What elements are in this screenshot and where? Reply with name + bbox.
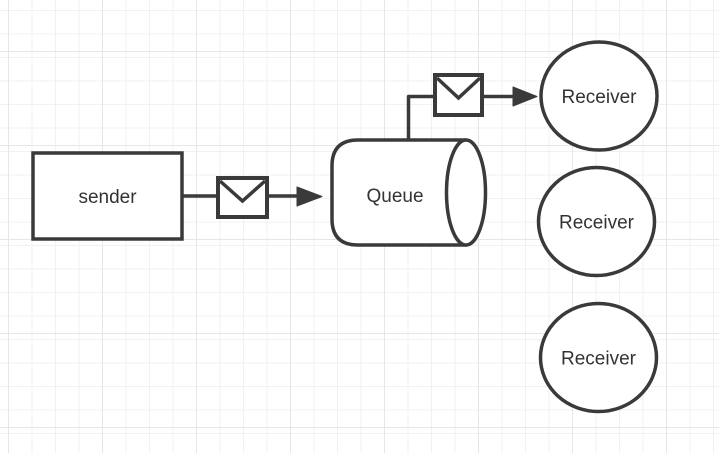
arrowhead-icon — [512, 86, 538, 107]
circle-shape — [538, 301, 659, 414]
circle-shape — [539, 40, 659, 152]
node-receiver-3[interactable]: Receiver — [538, 301, 659, 414]
arrowhead-icon — [296, 186, 323, 207]
node-queue[interactable]: Queue — [330, 138, 488, 247]
node-label: sender — [78, 187, 137, 208]
node-label: Receiver — [562, 87, 638, 108]
envelope-flap — [218, 179, 267, 204]
node-receiver-1[interactable]: Receiver — [539, 40, 659, 152]
envelope-flap — [435, 76, 482, 101]
rectangle-shape — [31, 151, 184, 241]
node-receiver-2[interactable]: Receiver — [536, 165, 657, 278]
cylinder-body-outline — [330, 138, 468, 247]
node-label: Receiver — [561, 349, 637, 370]
circle-shape — [536, 165, 657, 278]
cylinder-body-fill — [332, 140, 466, 245]
cylinder-end-cap — [444, 138, 488, 247]
envelope-icon[interactable] — [433, 73, 484, 117]
node-label: Queue — [366, 186, 423, 207]
node-label: Receiver — [559, 213, 635, 234]
envelope-icon[interactable] — [216, 176, 269, 219]
node-sender[interactable]: sender — [31, 151, 184, 241]
